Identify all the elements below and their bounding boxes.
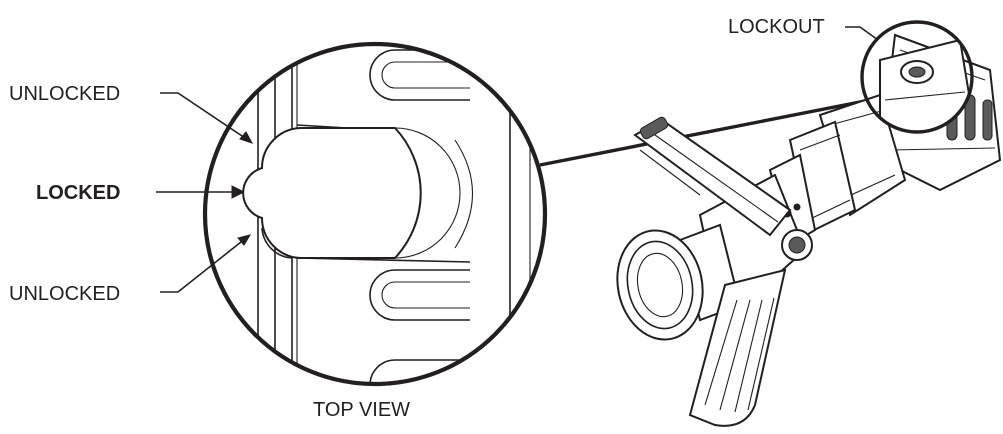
pistol-grip [688, 268, 787, 427]
detail-connector-line [539, 98, 871, 167]
lockout-label: LOCKOUT [728, 16, 825, 38]
lockout-leader [845, 26, 879, 41]
top-view-label: TOP VIEW [313, 399, 410, 421]
locked-leader [156, 185, 246, 199]
hose-nozzle-illustration [616, 20, 1002, 427]
top-view-detail [202, 41, 548, 387]
lockout-detail-circle [860, 20, 974, 134]
barrel-rings [768, 93, 907, 247]
unlocked-top-label: UNLOCKED [9, 83, 120, 105]
unlocked-bottom-leader [160, 234, 252, 293]
unlocked-bottom-label: UNLOCKED [9, 283, 120, 305]
bale-handle [633, 116, 792, 237]
locked-label: LOCKED [36, 182, 120, 204]
unlocked-top-leader [160, 92, 254, 144]
